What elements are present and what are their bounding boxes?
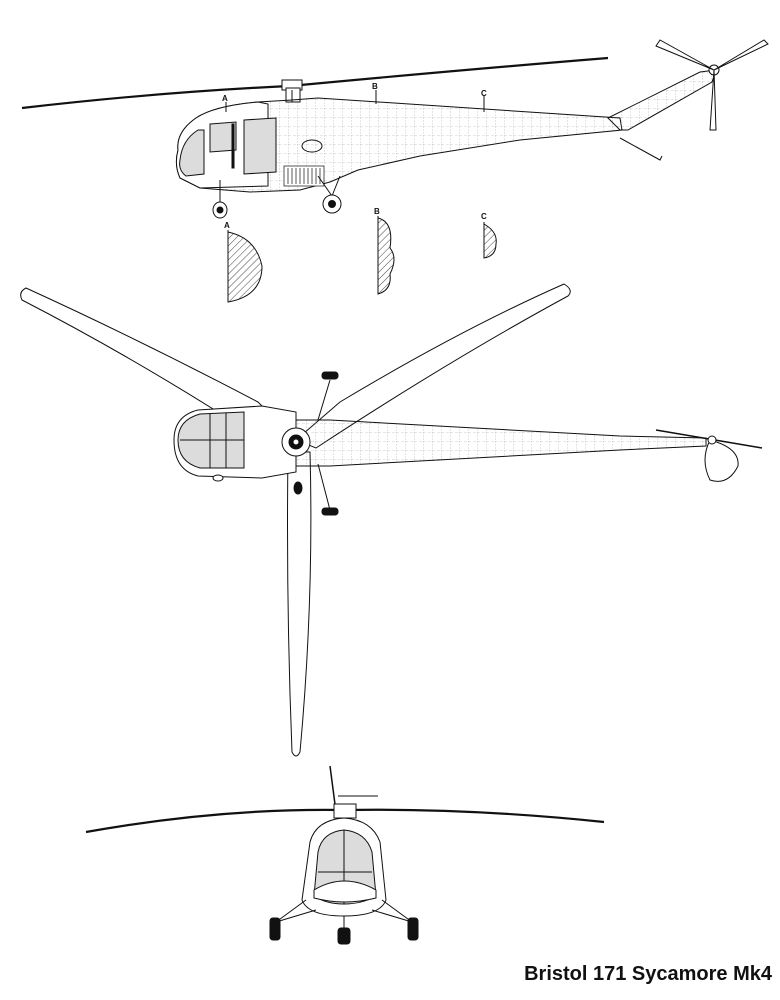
svg-text:B: B <box>374 207 380 216</box>
section-label-c-side: C <box>481 89 487 98</box>
roundel-side <box>301 139 323 153</box>
svg-text:C: C <box>481 212 487 221</box>
undercarriage-front <box>269 899 419 945</box>
section-c: C <box>481 212 497 259</box>
front-view <box>85 765 605 945</box>
drawing-title: Bristol 171 Sycamore Mk4 <box>524 963 772 985</box>
rotor-blade-lower <box>287 451 312 757</box>
section-b: B <box>374 207 395 295</box>
undercarriage-top <box>212 371 339 516</box>
tail-rotor-side <box>655 39 769 131</box>
section-label-a-side: A <box>222 94 228 103</box>
tail-skid-side <box>619 137 663 161</box>
rotor-hub-top <box>281 427 311 457</box>
tail-rotor-top <box>655 429 763 482</box>
section-views: A B C <box>224 207 497 303</box>
rotor-head-side <box>281 79 303 103</box>
tail-boom-side <box>607 69 717 131</box>
engine-louvres <box>283 165 325 187</box>
section-a: A <box>224 221 263 303</box>
cockpit-windows-side <box>179 117 277 177</box>
side-view: A B C <box>21 39 769 219</box>
section-markers-side <box>225 90 485 112</box>
top-view <box>20 283 763 757</box>
section-label-b-side: B <box>372 82 378 91</box>
tail-boom-top <box>289 419 707 467</box>
landing-gear-side <box>212 175 342 219</box>
svg-text:A: A <box>224 221 230 230</box>
rotor-blade-upper-right <box>295 283 571 449</box>
